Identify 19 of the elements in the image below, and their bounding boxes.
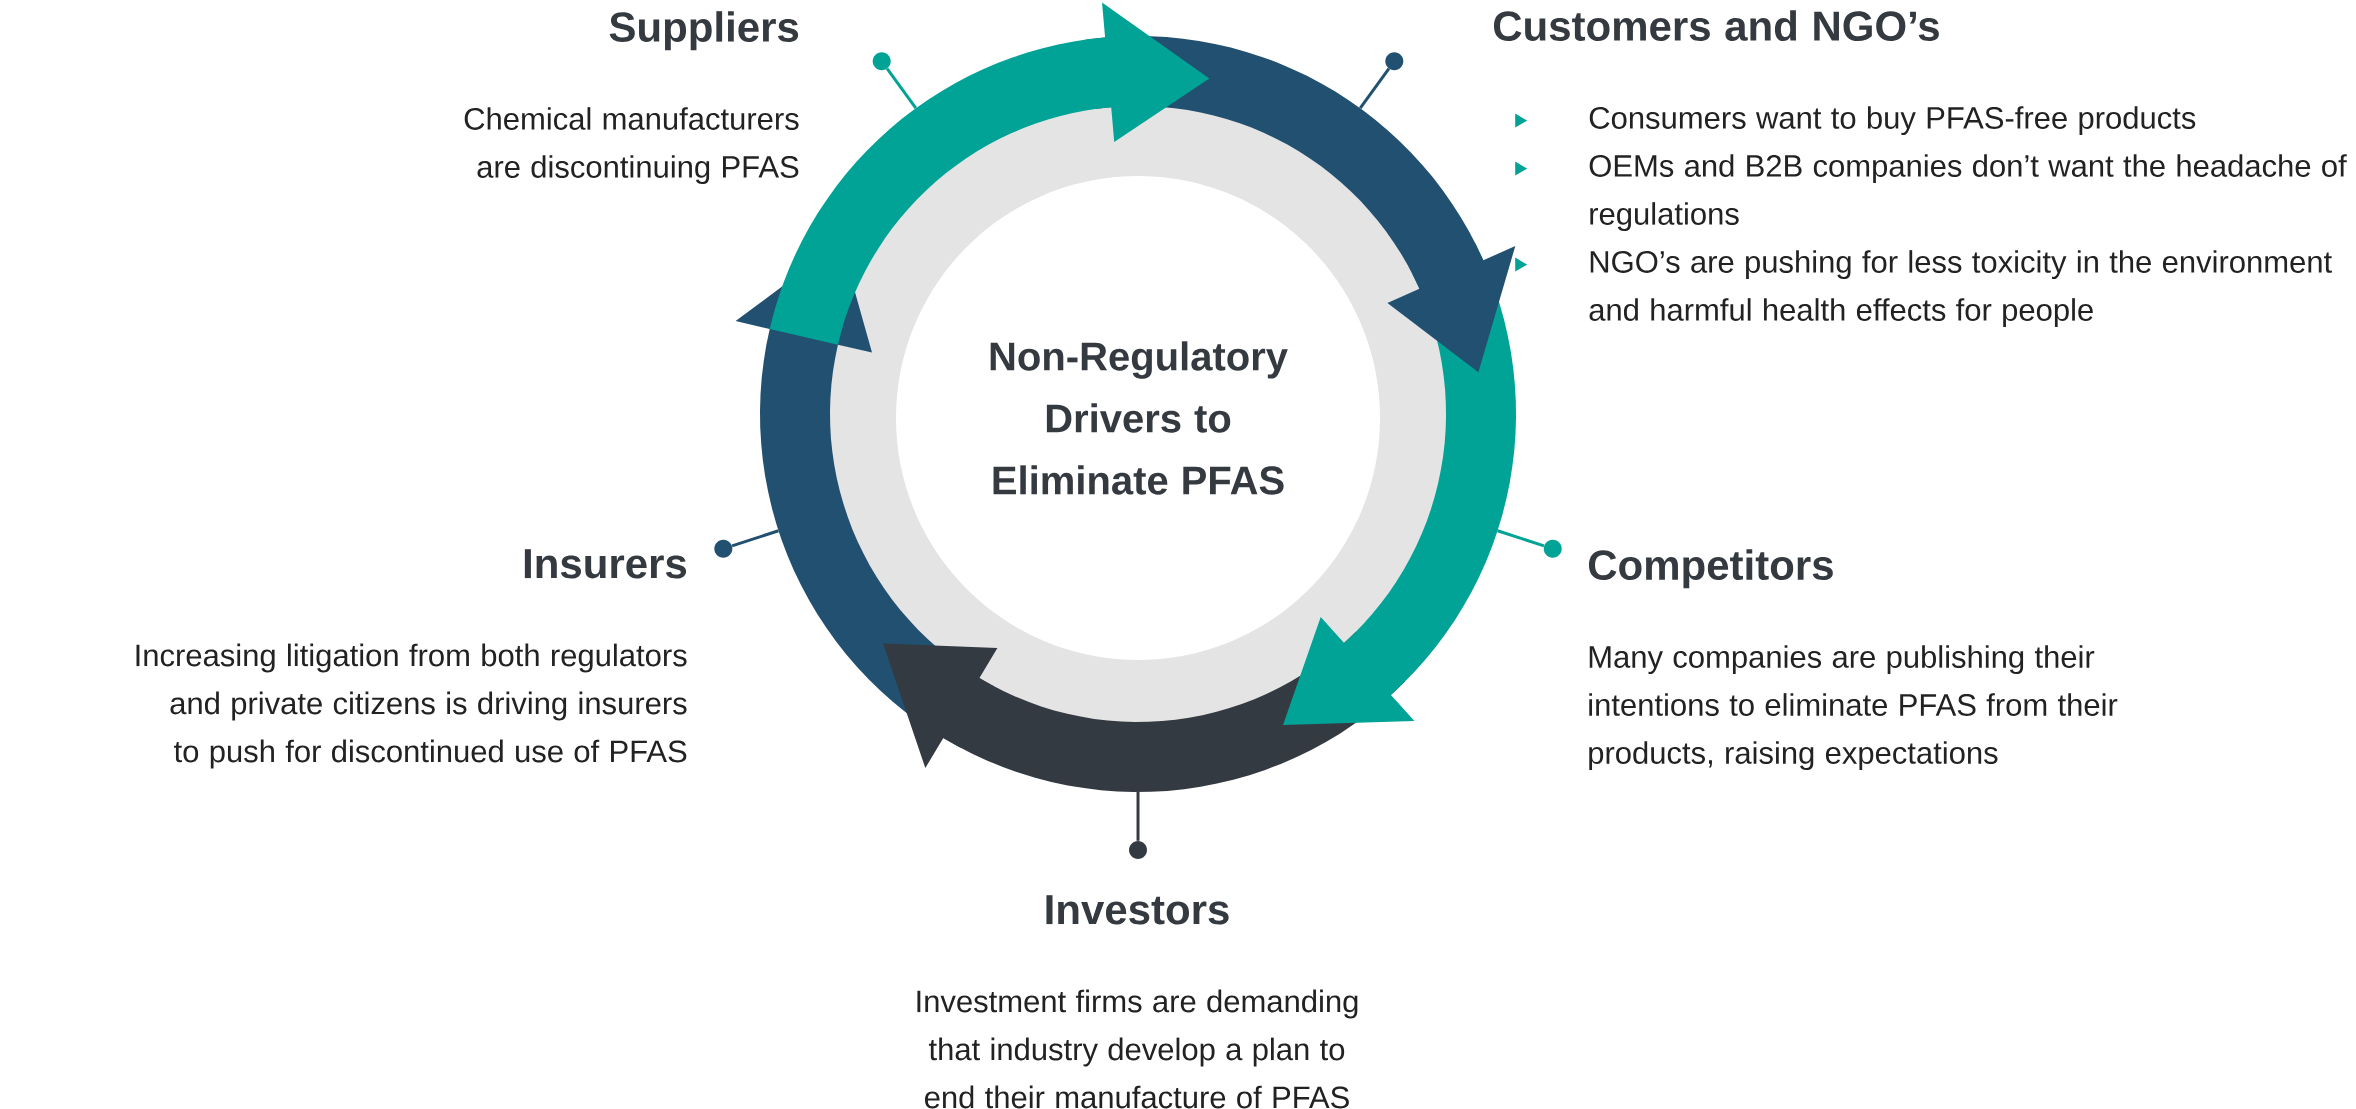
leader-line [731, 529, 779, 548]
center-circle [896, 176, 1380, 660]
list-item: OEMs and B2B companies don’t want the headache of regulations [1589, 154, 2347, 232]
list-item: NGO’s are pushing for less toxicity in the environment and harmful health effects for people [1589, 250, 2332, 328]
leader-line [885, 67, 918, 110]
heading: Suppliers [609, 11, 799, 51]
body-text: Investment firms are demanding that industry develop a plan to end their manufacture of PFAS [917, 989, 1358, 1109]
leader-line [1359, 67, 1391, 110]
heading: Customers and NGO’s [1493, 10, 1939, 42]
body-text: Increasing litigation from both regulators and private citizens is driving insurers to push for discontinued use of PFAS [136, 643, 687, 769]
title-text: Non-Regulatory Drivers to Eliminate PFAS [990, 341, 1288, 495]
leader-line [1136, 792, 1140, 841]
list-item: Consumers want to buy PFAS-free products [1589, 106, 2196, 136]
leader-line [1497, 529, 1545, 548]
heading: Investors [1046, 895, 1229, 925]
body-text: Chemical manufacturers are discontinuing PFAS [464, 107, 799, 185]
heading: Competitors [1588, 549, 1833, 589]
body-text: Many companies are publishing their intentions to eliminate PFAS from their products, raising expectations [1589, 645, 2118, 771]
heading: Insurers [524, 549, 687, 579]
